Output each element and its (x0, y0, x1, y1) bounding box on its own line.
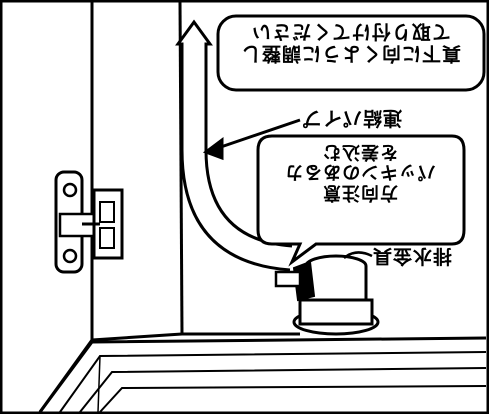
connecting-pipe-label: 連結パイプ (302, 106, 403, 129)
drain-fitting-label: 排水金具 (372, 244, 453, 267)
drain-leader (343, 251, 373, 259)
gasket-direction-text: 方向注意 パッキンのあるカ を差込む (262, 140, 458, 204)
adjust-instruction-text: 真下に向くように調整し て取り付けてください (222, 20, 480, 65)
hinge (54, 170, 124, 274)
pipe-arrow (202, 118, 301, 161)
cabinet-floor (38, 336, 487, 413)
callout-top-box (216, 14, 486, 92)
drain-fitting (274, 254, 380, 336)
adjust-instruction-line-1: 真下に向くように調整し (241, 42, 462, 65)
adjust-instruction-line-2: て取り付けてください (251, 20, 451, 43)
gasket-direction-line-1: 方向注意 (322, 182, 398, 204)
callout-gasket-box (256, 134, 466, 267)
gasket-direction-line-2: パッキンのあるカ (284, 161, 436, 183)
gasket-direction-line-3: を差込む (322, 140, 398, 162)
up-arrow (175, 19, 213, 62)
